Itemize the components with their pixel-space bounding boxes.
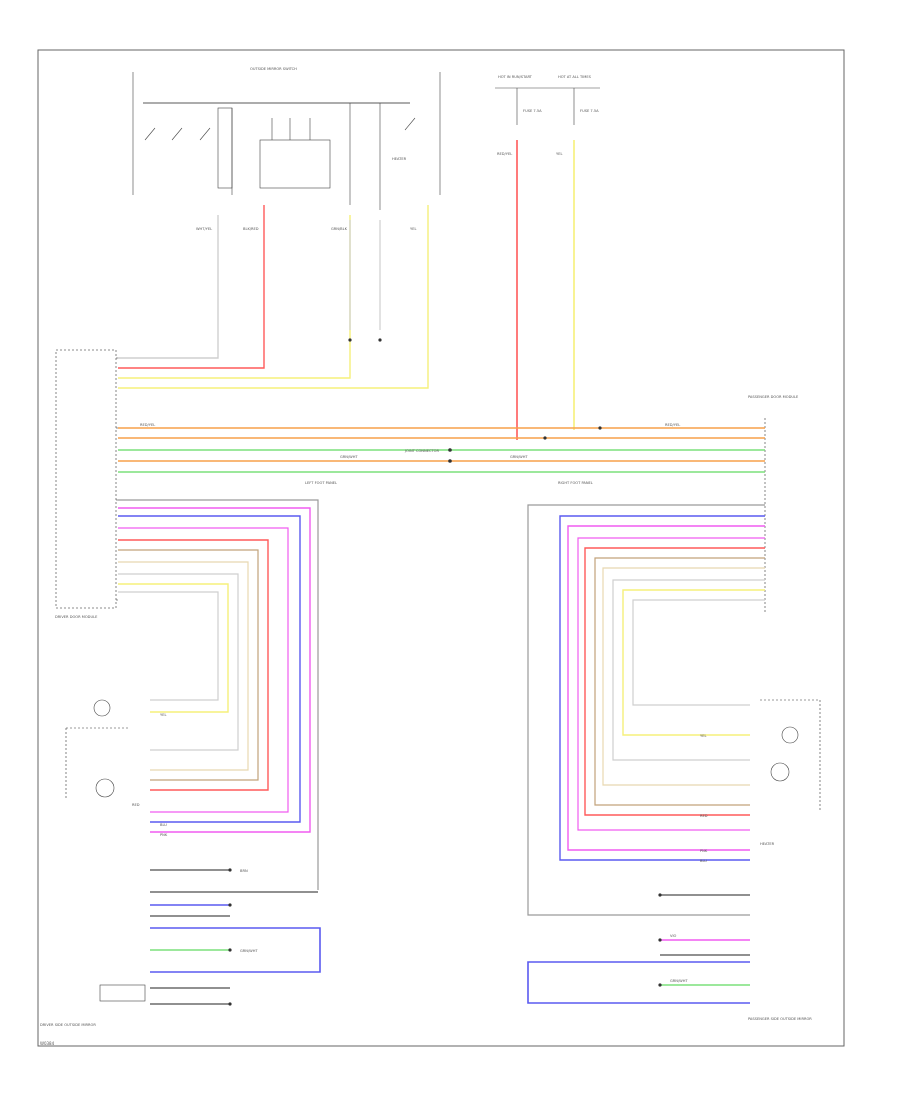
label-vio-pass: VIO xyxy=(670,934,677,938)
fuse-block: HOT IN RUN/START HOT AT ALL TIMES FUSE 7… xyxy=(495,75,600,125)
label-grn-wht-bus: GRN/WHT xyxy=(340,455,358,459)
label-red-drv: RED xyxy=(132,803,140,807)
heater-switch-label: HEATER xyxy=(392,157,407,161)
fuse-left-rating: FUSE 7.5A xyxy=(523,109,542,113)
passenger-connector-wires: VIO GRN/WHT xyxy=(527,893,750,1004)
driver-mirror-wires: RED PNK BLU YEL xyxy=(118,499,319,890)
driver-door-module-label: DRIVER DOOR MODULE xyxy=(55,615,98,619)
label-red-yel-bus-r: RED/YEL xyxy=(665,423,680,427)
junction-right-label: RIGHT FOOT PANEL xyxy=(558,481,593,485)
label-yel-drv: YEL xyxy=(160,713,166,717)
label-yel-1: YEL xyxy=(410,227,416,231)
fuse-right-rating: FUSE 7.5A xyxy=(580,109,599,113)
passenger-mirror-wires: RED PNK BLU YEL xyxy=(527,504,765,916)
driver-mirror: DRIVER SIDE OUTSIDE MIRROR xyxy=(40,699,146,1027)
passenger-heater-label: HEATER xyxy=(760,842,775,846)
label-grn-blk-1: GRN/BLK xyxy=(331,227,348,231)
fuse-right-label: HOT AT ALL TIMES xyxy=(558,75,592,79)
passenger-mirror-label: PASSENGER SIDE OUTSIDE MIRROR xyxy=(748,1017,812,1021)
label-grn-drv: GRN/WHT xyxy=(240,949,258,953)
label-blu-pass: BLU xyxy=(700,859,707,863)
diagram-frame xyxy=(37,49,845,1047)
label-yel-top: YEL xyxy=(556,152,562,156)
label-blk-red-1: BLK/RED xyxy=(243,227,259,231)
label-pnk-pass: PNK xyxy=(700,849,708,853)
label-pnk-drv: PNK xyxy=(160,833,168,837)
label-grn-wht-bus-r: GRN/WHT xyxy=(510,455,528,459)
switch-to-driver-module-wires: WHT/YEL BLK/RED GRN/BLK YEL RED/YEL YEL xyxy=(118,152,562,389)
driver-mirror-label: DRIVER SIDE OUTSIDE MIRROR xyxy=(40,1023,96,1027)
label-blu-drv: BLU xyxy=(160,823,167,827)
label-red-pass: RED xyxy=(700,814,708,818)
passenger-door-module-label: PASSENGER DOOR MODULE xyxy=(748,395,799,399)
driver-door-module-box xyxy=(55,349,117,609)
label-red-yel-bus: RED/YEL xyxy=(140,423,155,427)
label-brn-drv: BRN xyxy=(240,869,248,873)
driver-module-pins xyxy=(116,357,118,601)
label-grn-pass: GRN/WHT xyxy=(670,979,688,983)
outside-mirror-switch: OUTSIDE MIRROR SWITCH HEATER xyxy=(132,67,441,210)
module-bus-wires: RED/YEL RED/YEL GRN/WHT GRN/WHT JOINT CO… xyxy=(118,423,765,485)
outside-mirror-switch-label: OUTSIDE MIRROR SWITCH xyxy=(250,67,297,71)
label-yel-pass: YEL xyxy=(700,734,706,738)
footer-code: W0384 xyxy=(40,1041,55,1046)
label-red-yel-top: RED/YEL xyxy=(497,152,512,156)
passenger-mirror: PASSENGER SIDE OUTSIDE MIRROR HEATER xyxy=(748,699,821,1021)
driver-connector-wires: BRN GRN/WHT xyxy=(150,868,321,1006)
label-wht-yel-1: WHT/YEL xyxy=(196,227,212,231)
fuse-left-label: HOT IN RUN/START xyxy=(498,75,533,79)
junction-left-label: LEFT FOOT PANEL xyxy=(305,481,337,485)
junction-mid-label: JOINT CONNECTOR xyxy=(404,449,439,453)
